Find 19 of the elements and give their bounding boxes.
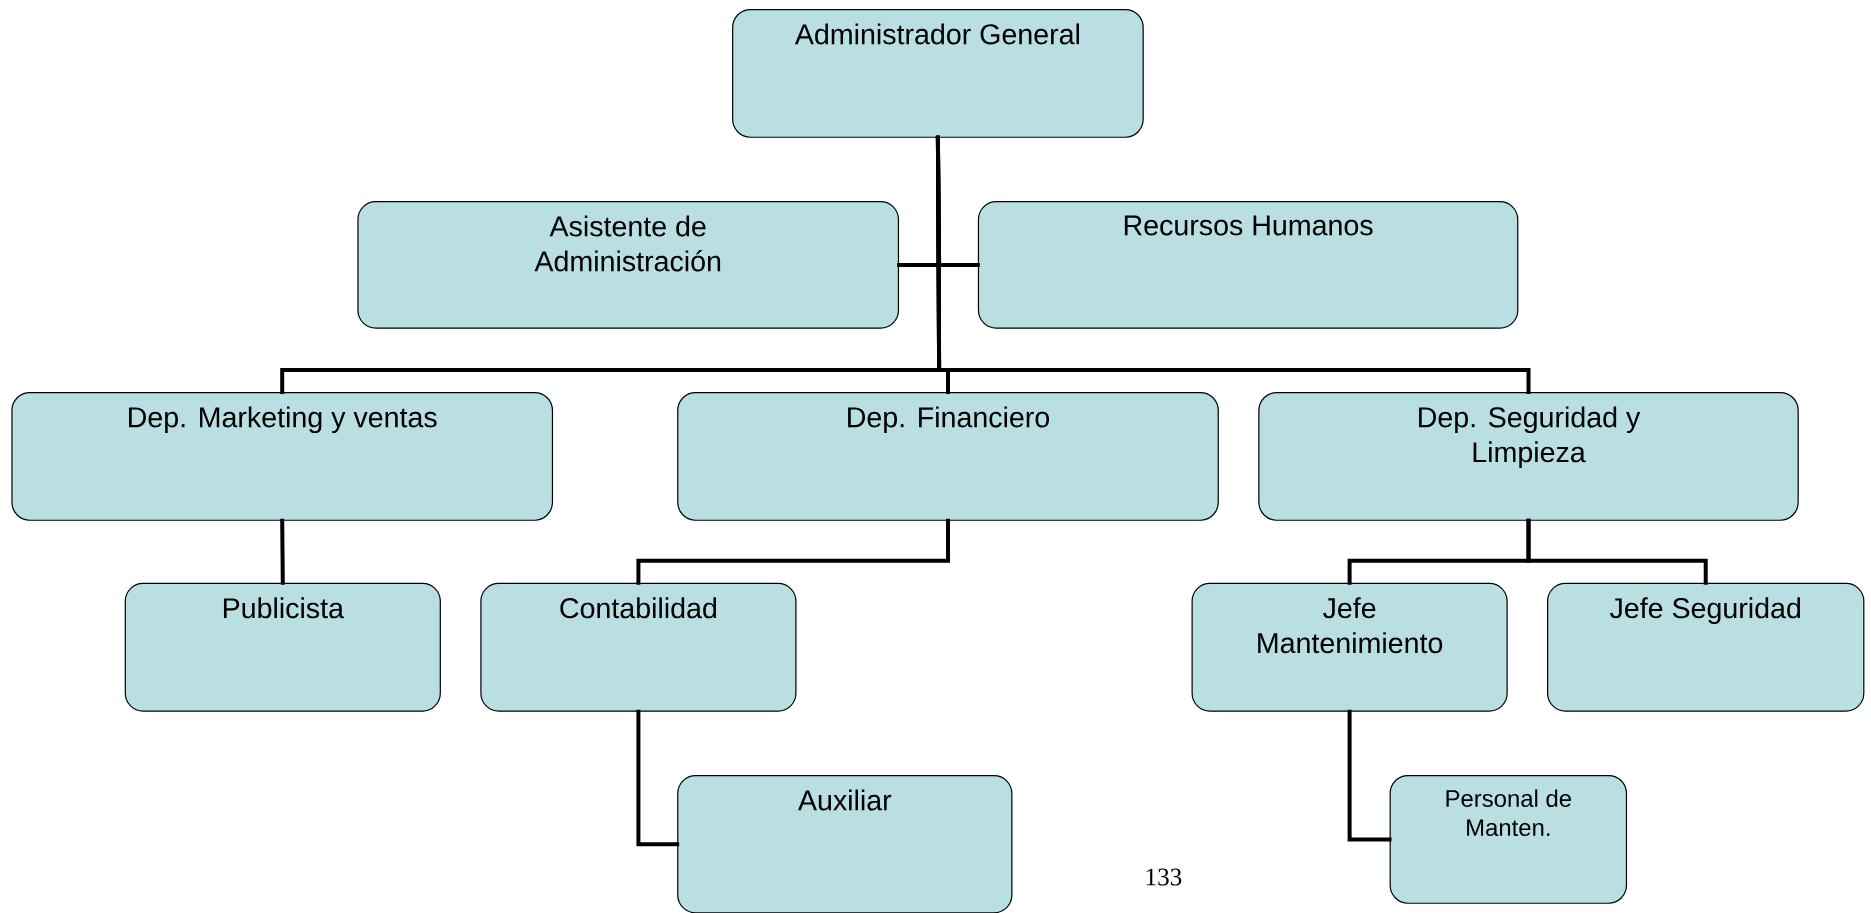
connector-line (636, 709, 680, 847)
org-box: Personal de Manten. (1389, 774, 1628, 904)
org-box: Administrador General (732, 8, 1144, 138)
org-box: Dep. Marketing y ventas (11, 391, 554, 521)
org-box: Jefe Seguridad (1547, 582, 1865, 712)
org-box: Jefe Mantenimiento (1191, 582, 1508, 712)
page-number: 133 (1146, 868, 1182, 886)
connector-line (636, 518, 950, 585)
connector-line (1347, 709, 1392, 842)
connector-line (935, 135, 1531, 394)
org-box: Publicista (124, 582, 441, 712)
org-box: Dep. Seguridad y Limpieza (1258, 391, 1799, 521)
org-box: Recursos Humanos (977, 201, 1519, 329)
org-box: Auxiliar (677, 775, 1013, 913)
org-box: Contabilidad (480, 582, 797, 712)
connector-line (1526, 518, 1708, 585)
connector-line (280, 518, 285, 585)
org-box: Dep. Financiero (677, 391, 1219, 521)
org-box: Asistente de Administración (357, 201, 900, 329)
